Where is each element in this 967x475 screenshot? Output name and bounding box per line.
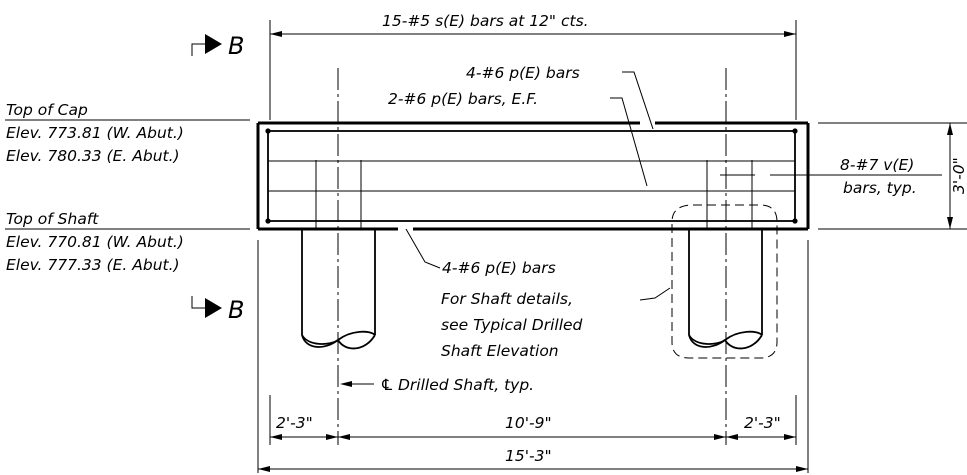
cap-height-label: 3'-0" (950, 157, 967, 194)
dimension-arrow-icon (270, 31, 282, 37)
p-bars-ef-label: 2-#6 p(E) bars, E.F. (388, 90, 538, 108)
callout-shaft-details: For Shaft details, see Typical Drilled S… (441, 287, 671, 360)
shaft-details-line1: For Shaft details, (441, 290, 573, 308)
v-bars-label-line1: 8-#7 v(E) (840, 156, 914, 174)
callout-centerline: ℄ Drilled Shaft, typ. (340, 376, 534, 394)
top-of-cap-elev-west: Elev. 773.81 (W. Abut.) (6, 124, 184, 142)
callout-v-bars: 8-#7 v(E) bars, typ. (720, 156, 942, 197)
centerline-symbol: ℄ (380, 376, 394, 394)
dimension-arrow-icon (784, 31, 796, 37)
corner-bar-icon (792, 128, 798, 134)
dimension-left-edge: 2'-3" (276, 414, 313, 432)
v-bars-label-line2: bars, typ. (843, 179, 917, 197)
dimension-arrow-icon (270, 434, 282, 440)
elevation-top-of-cap: Top of Cap Elev. 773.81 (W. Abut.) Elev.… (5, 101, 967, 165)
section-marker-bottom: B (191, 296, 244, 324)
top-of-shaft-elev-west: Elev. 770.81 (W. Abut.) (6, 233, 184, 251)
corner-bar-icon (265, 128, 271, 134)
section-marker-top: B (191, 32, 244, 60)
p-bars-top-label: 4-#6 p(E) bars (466, 64, 580, 82)
callout-p-bars-bottom: 4-#6 p(E) bars (405, 228, 556, 277)
callout-p-bars-ef: 2-#6 p(E) bars, E.F. (388, 90, 648, 187)
top-of-shaft-title: Top of Shaft (6, 210, 99, 228)
section-letter-top: B (228, 32, 244, 60)
callout-p-bars-top: 4-#6 p(E) bars (466, 64, 654, 130)
section-letter-bottom: B (228, 296, 244, 324)
leader-arrow-icon (340, 381, 352, 387)
dimension-arrow-icon (714, 434, 726, 440)
cap-reinforcement (265, 128, 798, 229)
top-of-shaft-elev-east: Elev. 777.33 (E. Abut.) (6, 256, 180, 274)
top-of-cap-title: Top of Cap (6, 101, 88, 119)
s-bars-label: 15-#5 s(E) bars at 12" cts. (382, 12, 589, 30)
dimension-arrow-icon (947, 123, 953, 135)
shaft-detail-hidden-outline (671, 204, 778, 359)
centerline-label: Drilled Shaft, typ. (398, 376, 534, 394)
dimension-arrow-icon (947, 217, 953, 229)
dimension-overall: 15'-3" (505, 447, 552, 465)
drilled-shaft-centerlines (337, 68, 727, 445)
pier-cap (256, 121, 810, 231)
dimension-arrow-icon (796, 466, 808, 472)
dimension-arrow-icon (258, 466, 270, 472)
stirrup-outline (267, 130, 796, 222)
section-arrow-stem-icon (191, 296, 205, 309)
shaft-details-line2: see Typical Drilled (441, 316, 583, 334)
dimension-between-shafts: 10'-9" (505, 414, 552, 432)
dimension-arrow-icon (726, 434, 738, 440)
top-of-cap-elev-east: Elev. 780.33 (E. Abut.) (6, 147, 180, 165)
s-bars-dimension: 15-#5 s(E) bars at 12" cts. (269, 12, 797, 120)
cap-height-dimension: 3'-0" (947, 123, 967, 229)
drilled-shaft-right (688, 230, 763, 350)
p-bars-bottom-label: 4-#6 p(E) bars (442, 259, 556, 277)
dimension-right-edge: 2'-3" (744, 414, 781, 432)
section-arrow-head-icon (205, 34, 222, 54)
section-arrow-stem-icon (191, 43, 205, 56)
dimension-chain: 2'-3" 10'-9" 2'-3" 15'-3" (257, 240, 809, 473)
corner-bar-icon (792, 218, 798, 224)
dimension-arrow-icon (784, 434, 796, 440)
corner-bar-icon (265, 218, 271, 224)
section-arrow-head-icon (205, 298, 222, 318)
dimension-arrow-icon (326, 434, 338, 440)
elevation-top-of-shaft: Top of Shaft Elev. 770.81 (W. Abut.) Ele… (5, 210, 967, 274)
dimension-arrow-icon (338, 434, 350, 440)
shaft-details-line3: Shaft Elevation (441, 342, 559, 360)
